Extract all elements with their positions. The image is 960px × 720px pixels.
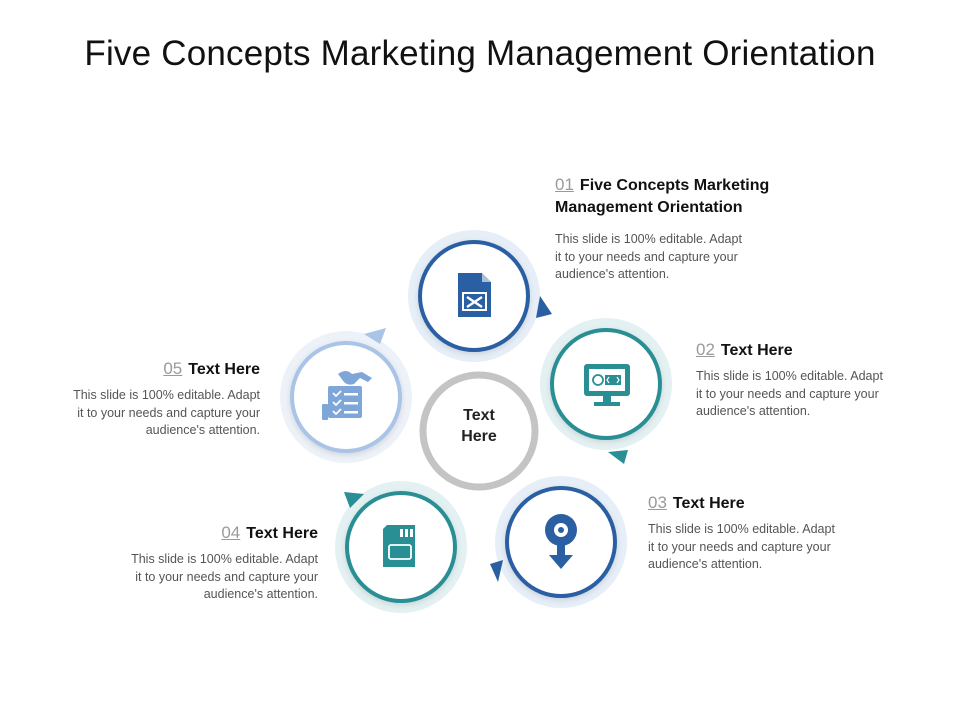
pointer-05 [364,328,386,344]
item-01-number: 01 [555,175,574,194]
center-ring [419,371,539,491]
item-01-body: This slide is 100% editable. Adapt it to… [555,232,742,281]
excel-document-icon [458,273,491,317]
item-02-number: 02 [696,340,715,359]
item-05-number: 05 [163,359,183,378]
item-03-body: This slide is 100% editable. Adapt it to… [648,522,835,571]
pointer-02 [608,450,628,464]
item-02-body: This slide is 100% editable. Adapt it to… [696,369,883,418]
item-05-body: This slide is 100% editable. Adapt it to… [73,388,260,437]
node-02 [540,318,672,464]
page-title: Five Concepts Marketing Management Orien… [84,34,876,73]
pointer-04 [344,492,364,508]
item-04-body: This slide is 100% editable. Adapt it to… [131,552,318,601]
disc-download-icon [545,514,577,569]
item-03-number: 03 [648,493,667,512]
node-03 [490,476,627,608]
center-label: Text Here [461,407,497,445]
sd-card-icon [383,525,415,567]
node-05 [280,328,412,463]
item-04-number: 04 [221,523,241,542]
node-04 [335,481,467,613]
handshake-checklist-icon [322,371,372,420]
pointer-01 [536,296,552,318]
computer-monitor-icon [584,364,630,406]
pointer-03 [490,560,503,582]
node-01 [408,230,552,362]
